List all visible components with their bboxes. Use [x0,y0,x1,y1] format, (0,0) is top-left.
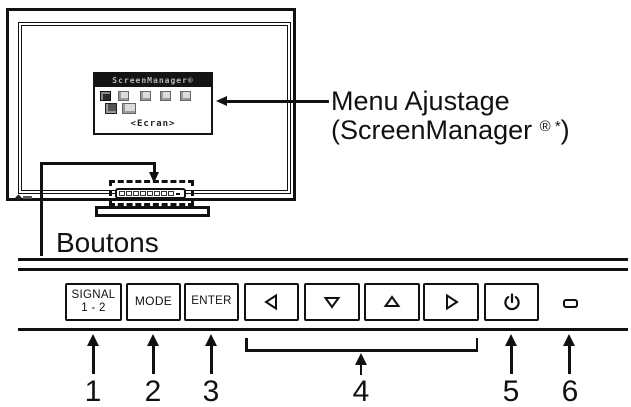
number-label-3: 3 [202,375,220,407]
number-label-5: 5 [502,375,520,407]
up-button [364,283,420,321]
group-bracket [245,349,478,352]
hand-settings-icon [122,103,136,114]
mini-button [161,191,167,196]
callout-arrowhead-up-4 [354,353,367,365]
left-button [244,283,299,321]
number-label-2: 2 [144,375,162,407]
mini-button [147,191,153,196]
callout-line-vertical [40,162,43,256]
callout-stem-5 [510,344,513,374]
right-button [423,283,479,321]
callout-stem-1 [92,344,95,374]
color-icon [140,91,151,101]
power-icon [503,293,520,311]
mini-button [126,191,132,196]
callout-arrowhead-up-2 [147,334,159,346]
menu-callout-label: Menu Ajustage (ScreenManager ® *) [331,87,570,149]
number-label-6: 6 [561,375,579,407]
panel-bottom-line [18,328,628,331]
panel-top-line-1 [18,258,628,261]
mini-button [140,191,146,196]
triangle-down-icon [323,297,341,309]
menu-label-line2: (ScreenManager ® *) [331,115,570,145]
signal-button: SIGNAL 1 - 2 [65,283,122,321]
mini-button [119,191,125,196]
others-icon [160,91,171,101]
power-led-indicator [563,299,578,308]
mini-button [168,191,174,196]
callout-stem-4 [359,364,363,375]
enter-button: ENTER [184,283,239,321]
group-bracket-right-stub [475,338,478,351]
mode-button: MODE [126,283,181,321]
callout-arrowhead-up-1 [87,334,99,346]
group-bracket-left-stub [245,338,248,351]
mini-button [154,191,160,196]
down-button [304,283,360,321]
screen-icon-selected [100,91,111,101]
callout-stem-2 [152,344,155,374]
callout-arrowhead-up-6 [563,334,575,346]
osd-title-bar: ScreenManager® [95,74,211,87]
dashed-highlight-box [109,180,194,206]
triangle-right-icon [446,293,459,311]
menu-pointer-line [226,100,329,103]
callout-arrow-stem [153,162,156,174]
triangle-left-icon [263,293,277,311]
mini-button [133,191,139,196]
osd-footer-label: <Ecran> [130,119,176,129]
number-label-1: 1 [84,375,102,407]
power-button [484,283,539,321]
border-icon [118,91,129,101]
callout-stem-3 [210,344,213,374]
callout-arrowhead-up-3 [205,334,217,346]
menu-label-line1: Menu Ajustage [331,86,510,116]
registered-mark: ® * [539,118,561,135]
info-icon [180,91,191,101]
monitor-stand [95,206,210,217]
callout-arrowhead-up-5 [505,334,517,346]
panel-top-line-2 [18,268,628,271]
number-label-4: 4 [352,375,370,407]
mini-led-icon [176,192,180,195]
callout-stem-6 [568,344,571,374]
callout-arrowhead-down [149,172,159,183]
brand-mark-icon [15,194,32,201]
triangle-up-icon [383,295,401,307]
control-strip [115,188,186,199]
osd-menu: ScreenManager® <Ecran> [93,72,213,135]
callout-line-horizontal [40,162,155,165]
menu-pointer-arrowhead [216,96,227,106]
buttons-callout-label: Boutons [56,227,159,258]
globe-language-icon [105,103,117,114]
